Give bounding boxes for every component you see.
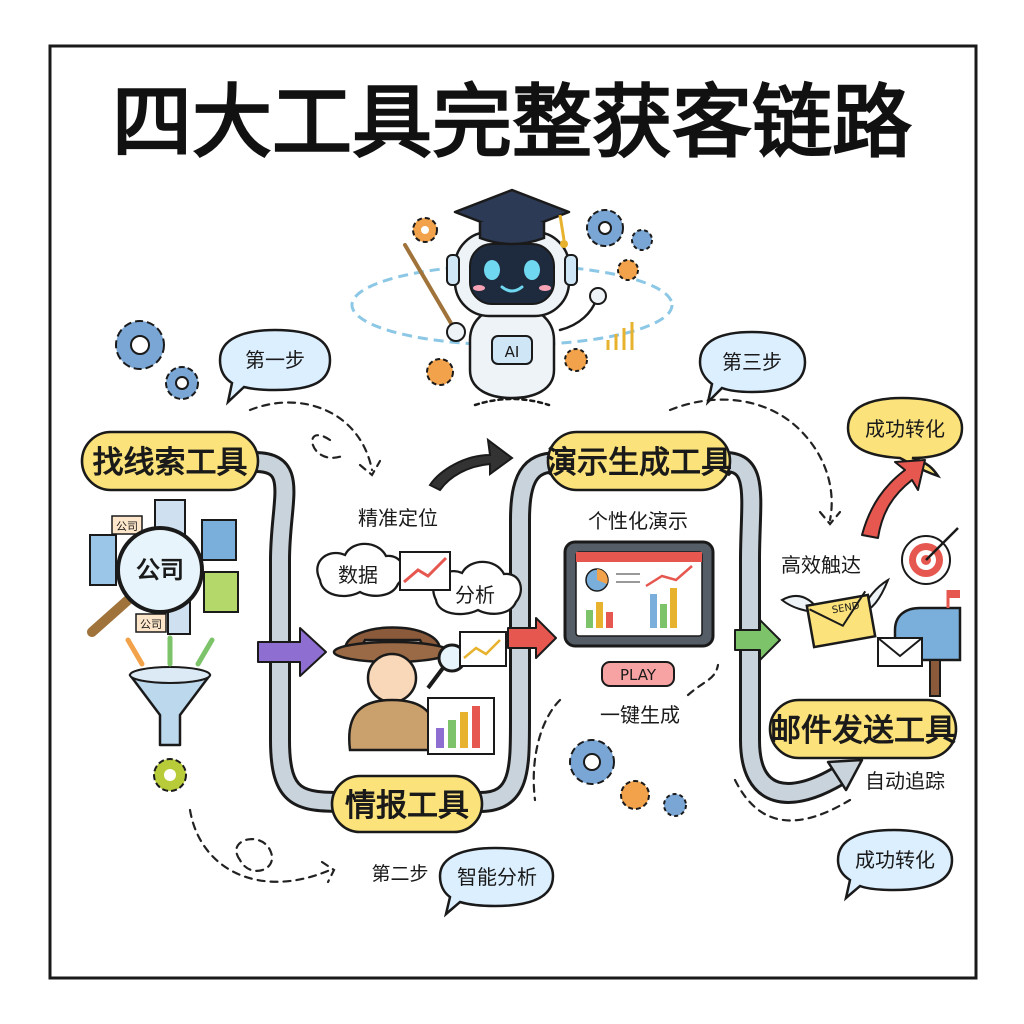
- tracking-label: 自动追踪: [865, 769, 945, 793]
- hologram-bars-icon: [606, 322, 634, 350]
- svg-text:公司: 公司: [136, 556, 184, 584]
- svg-text:智能分析: 智能分析: [457, 865, 537, 889]
- arrow-right-icon: [257, 627, 327, 677]
- magnifier-icon: 公司: [87, 526, 204, 637]
- analysis-cloud: 分析: [432, 560, 522, 616]
- gear-icon: [165, 366, 199, 400]
- svg-text:第三步: 第三步: [722, 350, 782, 374]
- reach-label: 高效触达: [781, 553, 861, 577]
- gear-icon: [569, 739, 615, 785]
- svg-text:邮件发送工具: 邮件发送工具: [770, 713, 956, 749]
- svg-text:AI: AI: [505, 343, 520, 361]
- growth-arrow-icon: [861, 459, 926, 539]
- curved-arrow-icon: [428, 437, 514, 492]
- dashed-connector: [358, 459, 382, 477]
- data-cloud: 数据: [316, 542, 405, 598]
- gear-icon: [663, 793, 687, 817]
- target-icon: [901, 527, 959, 585]
- bar-chart-icon: [427, 697, 495, 755]
- winged-envelope-icon: SEND: [780, 577, 891, 649]
- trend-chart-icon: [399, 551, 451, 591]
- page-title: 四大工具完整获客链路: [112, 76, 913, 169]
- svg-text:成功转化: 成功转化: [855, 848, 935, 872]
- gear-icon: [115, 320, 165, 370]
- svg-text:数据: 数据: [338, 563, 378, 587]
- gear-icon: [564, 348, 588, 372]
- svg-text:PLAY: PLAY: [620, 666, 657, 684]
- gear-icon: [426, 358, 454, 386]
- gear-icon: [631, 229, 653, 251]
- svg-text:公司: 公司: [140, 618, 162, 631]
- dashed-connector: [320, 860, 336, 884]
- demo-tool-label: 演示生成工具: [546, 430, 732, 492]
- funnel-icon: [125, 635, 215, 747]
- dashed-connector: [686, 663, 720, 697]
- robot-chest-panel: [491, 335, 533, 365]
- gear-icon: [620, 780, 650, 810]
- mini-chart-icon: [459, 631, 507, 667]
- dashed-connector: [235, 838, 274, 872]
- dashed-connector: [188, 808, 332, 883]
- company-tag: 公司: [135, 613, 167, 633]
- play-button[interactable]: PLAY: [601, 661, 675, 687]
- success-bubble-top: 成功转化: [846, 396, 964, 479]
- dashed-connector: [248, 401, 374, 472]
- step-bubble-3: 第三步: [698, 330, 807, 406]
- flow-track: [244, 451, 864, 813]
- dashed-connector: [818, 510, 842, 526]
- step-label-2: 第二步: [371, 863, 428, 885]
- gear-icon: [153, 758, 187, 792]
- pointer-stick-icon: [403, 243, 457, 332]
- company-tag: 公司: [111, 515, 143, 535]
- svg-text:分析: 分析: [455, 583, 495, 607]
- arrow-right-icon: [734, 619, 781, 661]
- step-bubble-1: 第一步: [218, 328, 332, 406]
- email-tool-label: 邮件发送工具: [768, 698, 958, 760]
- one-click-label: 一键生成: [600, 703, 680, 727]
- lead-tool-label: 找线索工具: [80, 430, 260, 492]
- dashed-connector: [733, 778, 852, 822]
- gear-icon: [617, 259, 639, 281]
- svg-text:找线索工具: 找线索工具: [93, 445, 248, 481]
- dashed-connector: [532, 698, 562, 802]
- svg-text:演示生成工具: 演示生成工具: [546, 445, 732, 481]
- robot-face: [469, 243, 555, 305]
- gear-icon: [586, 209, 624, 247]
- mailbox-icon: [877, 590, 962, 697]
- precise-label: 精准定位: [358, 506, 438, 530]
- smart-analysis-bubble: 智能分析: [438, 846, 555, 918]
- success-bubble-bottom: 成功转化: [836, 828, 954, 902]
- svg-text:成功转化: 成功转化: [865, 417, 945, 441]
- personalized-demo-label: 个性化演示: [588, 509, 688, 533]
- svg-text:SEND: SEND: [831, 601, 861, 617]
- svg-text:情报工具: 情报工具: [345, 788, 469, 824]
- gear-icon: [412, 217, 438, 243]
- svg-text:第一步: 第一步: [245, 348, 305, 372]
- arrow-right-icon: [507, 617, 557, 659]
- tablet-icon: [563, 540, 715, 648]
- dashed-connector: [668, 398, 833, 522]
- svg-text:公司: 公司: [116, 520, 138, 533]
- robot-mascot: AI: [350, 188, 674, 407]
- intel-tool-label: 情报工具: [330, 774, 484, 834]
- dashed-connector: [311, 434, 347, 459]
